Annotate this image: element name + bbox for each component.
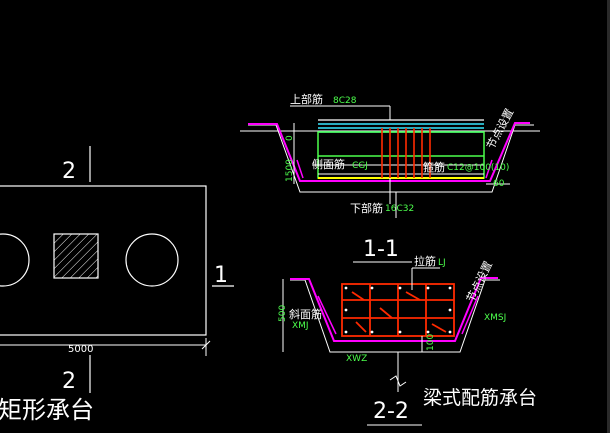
- label-side-bar-spec: CGJ: [352, 161, 368, 171]
- rebar-dots-white: [344, 286, 452, 334]
- stirrups-red: [381, 128, 431, 178]
- label-slant-right-spec: XMSJ: [484, 313, 506, 323]
- label-side-bar: 侧面筋: [312, 157, 345, 171]
- dim-left-top-1: 0: [285, 135, 295, 141]
- label-top-bar: 上部筋: [290, 92, 323, 106]
- cap-outline: [0, 185, 207, 336]
- magenta-outline-2: [290, 277, 498, 342]
- label-bottom-bar-spec: 16C32: [385, 204, 414, 214]
- main-caption: 梁式配筋承台: [423, 387, 537, 409]
- rebar-grid-red: [341, 283, 455, 337]
- dim-right-1: 60: [493, 179, 505, 189]
- window-right-edge: [607, 0, 610, 433]
- plan-view: 2 2 1 5000 矩形承台: [0, 146, 234, 424]
- magenta-outline-1: [248, 122, 530, 182]
- label-slant-spec: XMJ: [292, 321, 309, 331]
- section-mark-bottom: 2: [62, 369, 76, 394]
- label-tie-spec: LJ: [438, 258, 446, 268]
- dim-right-small-2: 100: [426, 334, 436, 351]
- pile-left: [0, 233, 30, 287]
- slant-bar-left: [317, 295, 337, 335]
- magenta-tick-left: [296, 159, 304, 179]
- label-tie: 拉筋: [414, 254, 436, 268]
- label-slant: 斜面筋: [289, 307, 322, 321]
- section-mark-right: 1: [214, 263, 228, 288]
- magenta-tick-right: [485, 159, 493, 179]
- dimension-slash-right: [201, 340, 211, 350]
- label-bottom-bar: 下部筋: [350, 201, 383, 215]
- section-title-2-2: 2-2: [373, 399, 409, 424]
- plan-caption: 矩形承台: [0, 396, 94, 424]
- section-mark-top: 2: [62, 159, 76, 184]
- break-zigzag-2: [389, 375, 407, 387]
- dim-height-2: 500: [278, 305, 288, 322]
- label-stirrup-spec: C12@100(10): [447, 163, 509, 173]
- dim-bottom-2: XWZ: [346, 354, 367, 364]
- label-top-bar-spec: 8C28: [333, 96, 357, 106]
- column-hatched: [53, 233, 99, 279]
- section-title-1-1: 1-1: [363, 237, 399, 262]
- pile-right: [125, 233, 179, 287]
- slant-bar-right: [461, 295, 479, 335]
- label-node-2: 节点设置: [464, 259, 495, 304]
- dim-left-bottom-1: 1500: [285, 159, 295, 182]
- dimension-value: 5000: [68, 344, 93, 355]
- section-1-1: 0 1500 上部筋 8C28 侧面筋 CGJ 箍筋 C12@100(10) 下…: [240, 92, 540, 263]
- label-stirrup: 箍筋: [423, 160, 445, 174]
